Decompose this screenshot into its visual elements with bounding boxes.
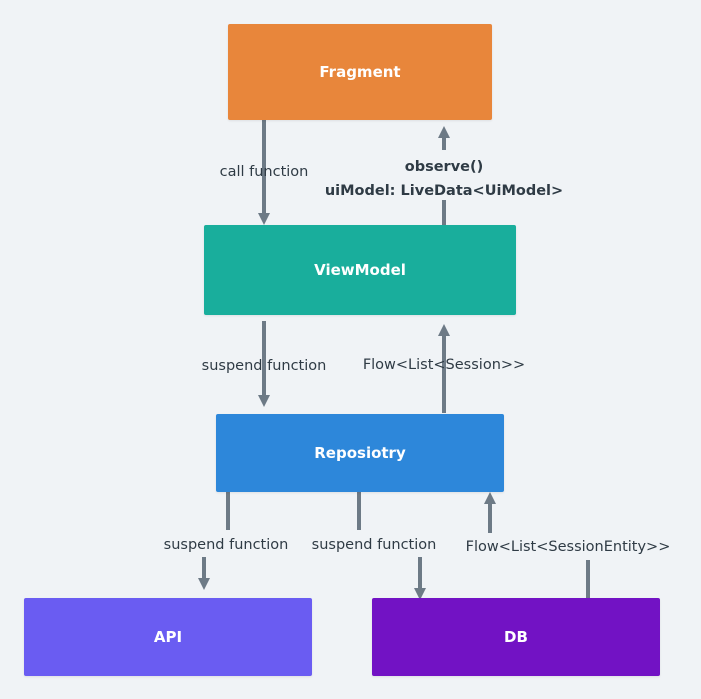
edge-label-vm-suspend-function: suspend function <box>201 358 327 374</box>
fragment-label: Fragment <box>319 63 401 81</box>
db-node: DB <box>372 598 660 676</box>
fragment-node: Fragment <box>228 24 492 120</box>
repository-node: Reposiotry <box>216 414 504 492</box>
arrowhead-down-repository-api <box>198 578 210 590</box>
edge-label-observe: observe() <box>404 159 484 175</box>
edge-label-livedata: uiModel: LiveData<UiModel> <box>324 183 564 199</box>
arrowhead-up-viewmodel-fragment <box>438 126 450 138</box>
edge-label-api-suspend-function: suspend function <box>163 537 289 553</box>
db-label: DB <box>504 628 528 646</box>
repository-label: Reposiotry <box>314 444 406 462</box>
viewmodel-node: ViewModel <box>204 225 516 315</box>
arrowhead-down-repository-db <box>414 588 426 600</box>
edge-label-db-suspend-function: suspend function <box>311 537 437 553</box>
arrowhead-down-viewmodel-repository <box>258 395 270 407</box>
edge-label-flow-session: Flow<List<Session>> <box>362 357 526 373</box>
edge-label-call-function: call function <box>219 164 309 180</box>
edge-label-flow-session-entity: Flow<List<SessionEntity>> <box>465 539 671 555</box>
arrowhead-up-repository-viewmodel <box>438 324 450 336</box>
viewmodel-label: ViewModel <box>314 261 406 279</box>
arrowhead-up-db-repository <box>484 492 496 504</box>
api-label: API <box>153 628 183 646</box>
api-node: API <box>24 598 312 676</box>
arrowhead-down-fragment-viewmodel <box>258 213 270 225</box>
